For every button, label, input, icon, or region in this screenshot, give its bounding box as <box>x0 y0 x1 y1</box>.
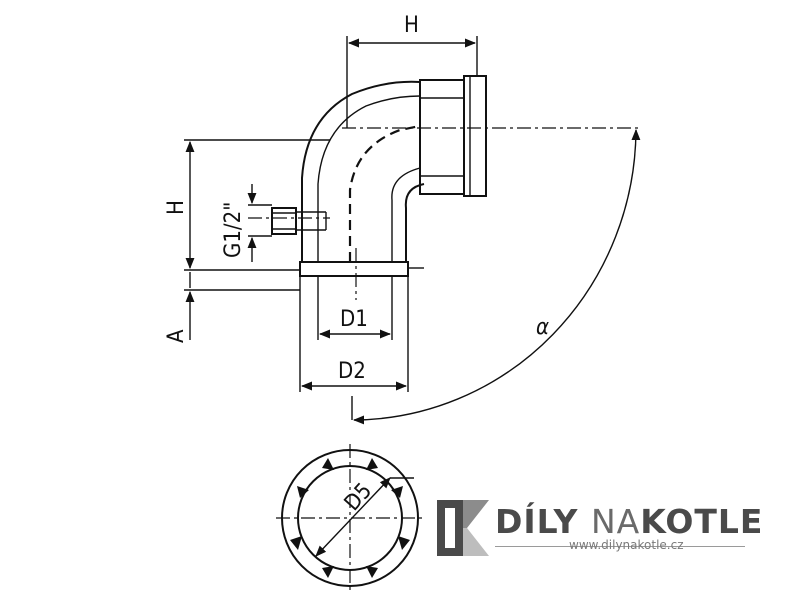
outlet-nut <box>419 79 465 195</box>
outlet-collar <box>463 75 487 197</box>
brand-logo: DÍLY NAKOTLE www.dilynakotle.cz <box>437 500 762 560</box>
label-d5: D5 <box>340 479 377 516</box>
elbow-hidden-line <box>348 124 421 262</box>
inlet-flange <box>299 261 409 277</box>
label-alpha: α <box>536 315 549 340</box>
elbow-bore-outer <box>317 95 421 262</box>
elbow-body <box>271 75 487 277</box>
brand-divider <box>495 546 745 547</box>
label-g-thread: G1/2" <box>221 202 246 258</box>
g-port-body <box>271 207 297 235</box>
brand-name-part2: NA <box>590 502 641 541</box>
dimension-alpha: α <box>351 128 641 425</box>
dimension-h-top: H <box>346 13 478 128</box>
brand-name-part1: DÍLY <box>495 502 579 541</box>
brand-url: www.dilynakotle.cz <box>569 538 684 552</box>
label-h-side: H <box>164 200 189 215</box>
center-lines <box>248 127 640 300</box>
dimension-g-thread: G1/2" <box>221 184 272 262</box>
flange-bolt-marks <box>290 458 410 578</box>
logo-mark-icon <box>437 500 489 556</box>
dimension-d1: D1 <box>317 276 393 340</box>
brand-name: DÍLY NAKOTLE <box>495 504 763 540</box>
label-h-top: H <box>404 13 419 38</box>
dimension-h-side: H <box>164 139 330 271</box>
brand-name-part3: KOTLE <box>640 502 764 541</box>
label-d1: D1 <box>340 307 368 332</box>
elbow-inner-wall <box>404 183 425 262</box>
flange-bottom-view: D5 <box>276 444 424 592</box>
label-a: A <box>164 329 189 343</box>
dimension-a: A <box>164 272 300 343</box>
label-d2: D2 <box>338 359 366 384</box>
elbow-outer-wall <box>301 80 421 262</box>
